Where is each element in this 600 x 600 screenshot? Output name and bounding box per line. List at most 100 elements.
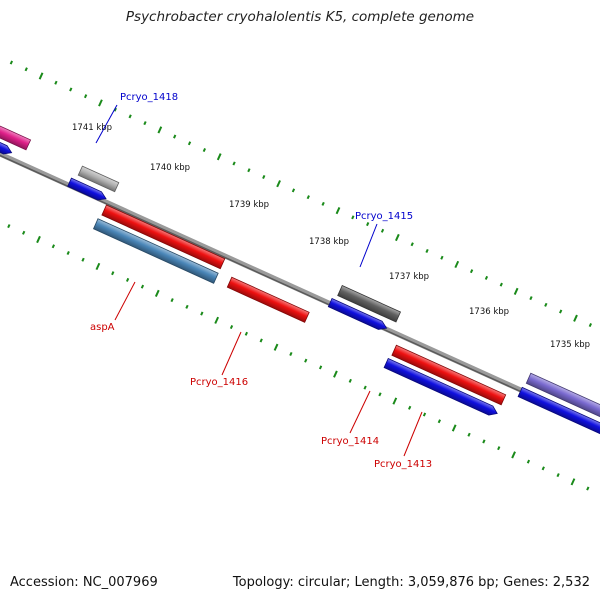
tick-mark-outer bbox=[143, 121, 147, 126]
tick-mark-inner bbox=[333, 370, 338, 378]
tick-mark-inner bbox=[348, 378, 352, 383]
tick-mark-outer bbox=[157, 126, 163, 134]
blue-feature-5 bbox=[517, 386, 600, 435]
tick-mark-inner bbox=[511, 451, 516, 459]
tick-mark-outer bbox=[69, 87, 73, 92]
tick-mark-outer bbox=[262, 174, 266, 179]
tick-mark-inner bbox=[378, 392, 382, 397]
tick-mark-inner bbox=[185, 304, 189, 309]
kbp-tick-label: 1737 kbp bbox=[389, 272, 429, 282]
tick-mark-outer bbox=[24, 67, 28, 72]
kbp-tick-label: 1740 kbp bbox=[150, 163, 190, 173]
gene-label-aspa: aspA bbox=[90, 322, 115, 333]
blue-feature-2 bbox=[67, 177, 107, 201]
tick-mark-inner bbox=[154, 289, 160, 297]
locus-label-pcryo-1415: Pcryo_1415 bbox=[355, 211, 413, 222]
tick-mark-outer bbox=[247, 168, 251, 173]
tick-mark-inner bbox=[392, 397, 398, 405]
tick-mark-outer bbox=[544, 302, 548, 307]
tick-mark-outer bbox=[216, 153, 222, 161]
tick-mark-outer bbox=[469, 269, 474, 274]
leader-line bbox=[95, 104, 118, 144]
red-feature-3 bbox=[391, 344, 507, 406]
leader-line bbox=[349, 390, 371, 434]
tick-mark-inner bbox=[541, 466, 545, 471]
tick-mark-outer bbox=[380, 228, 385, 233]
accession-label: Accession: NC_007969 bbox=[10, 575, 158, 590]
gene-label-pcryo-1414: Pcryo_1414 bbox=[321, 436, 379, 447]
tick-mark-inner bbox=[51, 244, 55, 249]
red-feature-2 bbox=[226, 276, 310, 323]
topology-label: Topology: circular; Length: 3,059,876 bp… bbox=[232, 575, 590, 590]
tick-mark-outer bbox=[232, 161, 236, 166]
tick-mark-inner bbox=[304, 358, 308, 363]
tick-mark-inner bbox=[289, 351, 293, 356]
tick-mark-outer bbox=[573, 314, 578, 322]
blue-feature-3 bbox=[327, 297, 388, 330]
tick-mark-inner bbox=[467, 432, 471, 437]
tick-mark-outer bbox=[202, 148, 207, 153]
tick-mark-inner bbox=[408, 405, 412, 410]
tick-mark-outer bbox=[321, 201, 325, 206]
gene-label-pcryo-1413: Pcryo_1413 bbox=[374, 459, 432, 470]
kbp-tick-label: 1736 kbp bbox=[469, 307, 509, 317]
tick-mark-outer bbox=[83, 94, 88, 99]
tick-mark-inner bbox=[259, 338, 263, 343]
tick-mark-outer bbox=[395, 233, 400, 242]
tick-mark-outer bbox=[513, 287, 519, 295]
tick-mark-outer bbox=[425, 248, 429, 253]
tick-mark-inner bbox=[7, 224, 11, 229]
leader-line bbox=[114, 281, 136, 321]
kbp-tick-label: 1741 kbp bbox=[72, 123, 112, 133]
tick-mark-outer bbox=[98, 99, 103, 107]
grey-feature-1 bbox=[77, 165, 120, 193]
tick-mark-inner bbox=[36, 235, 41, 244]
grey-feature-2 bbox=[337, 284, 402, 323]
tick-mark-inner bbox=[95, 262, 101, 271]
kbp-tick-label: 1739 kbp bbox=[229, 200, 269, 210]
kbp-tick-label: 1738 kbp bbox=[309, 237, 349, 247]
tick-mark-outer bbox=[38, 72, 44, 80]
tick-mark-outer bbox=[291, 188, 296, 193]
gene-label-pcryo-1416: Pcryo_1416 bbox=[190, 377, 248, 388]
pink-feature bbox=[0, 125, 32, 151]
tick-mark-outer bbox=[173, 134, 177, 139]
tick-mark-outer bbox=[276, 180, 281, 188]
tick-mark-inner bbox=[422, 412, 427, 417]
tick-mark-inner bbox=[140, 284, 145, 289]
tick-mark-inner bbox=[244, 331, 248, 336]
tick-mark-outer bbox=[351, 215, 355, 220]
tick-mark-inner bbox=[170, 298, 174, 303]
tick-mark-inner bbox=[22, 230, 26, 235]
tick-mark-outer bbox=[306, 195, 310, 200]
red-feature-1 bbox=[101, 204, 226, 270]
tick-mark-inner bbox=[363, 385, 367, 390]
blue-feature-4 bbox=[383, 357, 498, 416]
tick-mark-outer bbox=[54, 80, 58, 85]
tick-mark-inner bbox=[318, 365, 323, 370]
tick-mark-inner bbox=[482, 439, 486, 444]
tick-mark-inner bbox=[556, 473, 560, 478]
blue-feature-1 bbox=[0, 142, 13, 155]
tick-mark-outer bbox=[559, 309, 563, 314]
tick-mark-outer bbox=[588, 323, 592, 328]
map-title: Psychrobacter cryohalolentis K5, complet… bbox=[125, 9, 475, 25]
tick-mark-outer bbox=[410, 242, 414, 247]
tick-mark-outer bbox=[484, 275, 489, 280]
tick-mark-inner bbox=[81, 257, 85, 262]
tick-mark-inner bbox=[66, 250, 70, 256]
tick-mark-outer bbox=[454, 260, 460, 269]
tick-mark-inner bbox=[273, 343, 279, 351]
steelblue-feature bbox=[92, 218, 219, 284]
locus-label-pcryo-1418: Pcryo_1418 bbox=[120, 92, 178, 103]
tick-mark-outer bbox=[128, 114, 132, 119]
tick-mark-inner bbox=[497, 446, 501, 451]
leader-line bbox=[359, 223, 378, 268]
tick-mark-outer bbox=[9, 60, 14, 65]
tick-mark-inner bbox=[125, 277, 130, 282]
tick-mark-inner bbox=[229, 325, 234, 330]
tick-mark-outer bbox=[499, 282, 503, 287]
leader-line bbox=[221, 331, 242, 376]
tick-mark-outer bbox=[113, 107, 117, 112]
